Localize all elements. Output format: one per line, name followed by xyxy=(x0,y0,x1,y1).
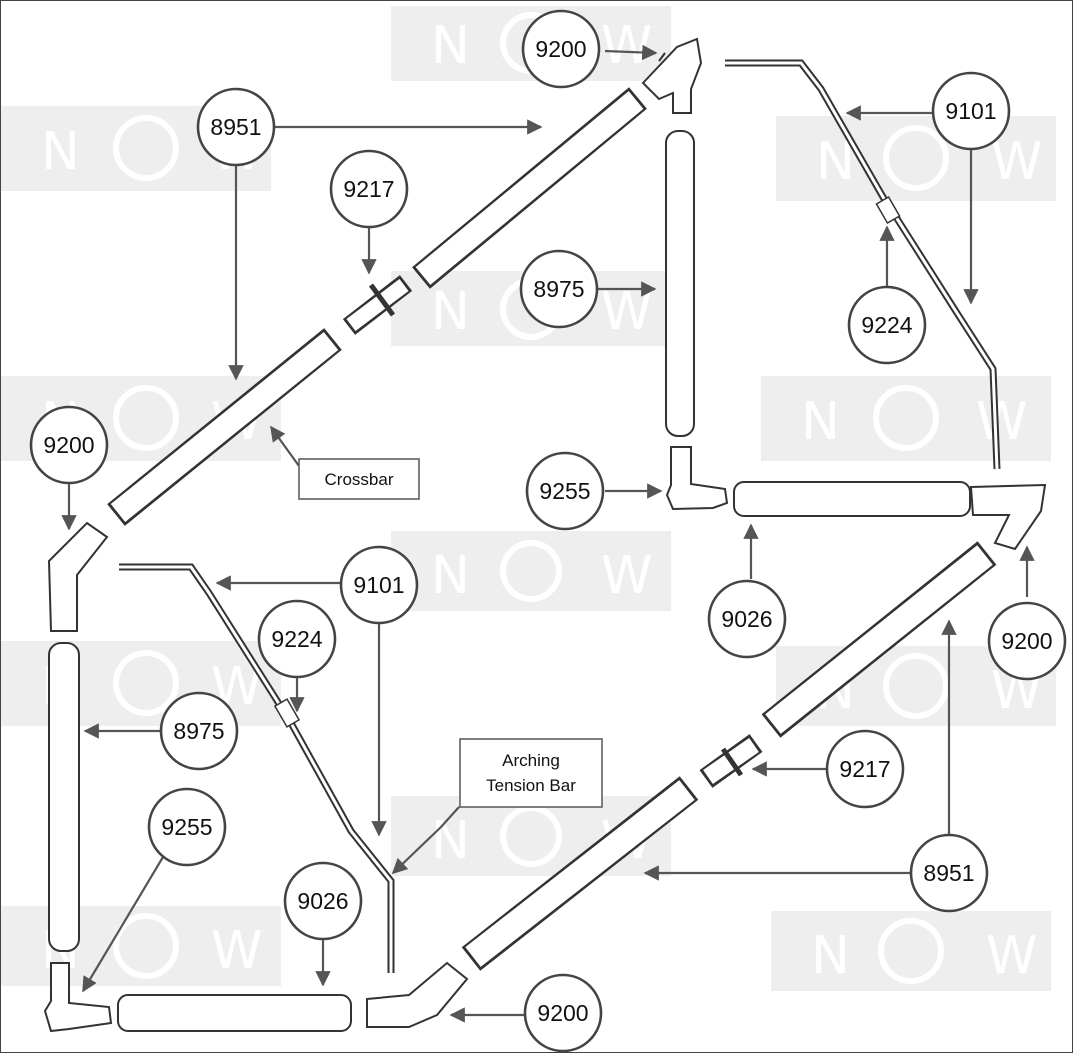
callout-9217-bot: 9217 xyxy=(825,729,905,809)
callout-9255-bot: 9255 xyxy=(147,787,227,867)
watermark: N W N W N W N W N W xyxy=(1,6,1056,991)
pipe-8975-bot xyxy=(48,642,80,952)
svg-text:W: W xyxy=(991,132,1042,192)
svg-text:W: W xyxy=(601,546,652,606)
pipe-8951-upper xyxy=(412,87,647,289)
pipe-9026-bot xyxy=(117,994,352,1032)
tension-bar-top xyxy=(725,59,1001,470)
callout-label: 8975 xyxy=(173,718,224,744)
callout-8975-bot: 8975 xyxy=(159,691,239,771)
callout-9200-right: 9200 xyxy=(987,601,1067,681)
pipe-9026-mid xyxy=(733,481,971,517)
elbow-9200-right xyxy=(969,483,1047,551)
pipe-8951-right-lower xyxy=(461,776,699,971)
callout-9101-bot: 9101 xyxy=(339,545,419,625)
arching-label-line2: Tension Bar xyxy=(486,776,576,795)
svg-text:W: W xyxy=(976,392,1027,452)
svg-text:N: N xyxy=(431,282,470,342)
callout-9200-left: 9200 xyxy=(29,405,109,485)
callout-9217-top: 9217 xyxy=(329,149,409,229)
leader-crossbar xyxy=(270,425,300,467)
callout-label: 9217 xyxy=(839,756,890,782)
svg-text:N: N xyxy=(431,546,470,606)
callout-label: 9200 xyxy=(535,36,586,62)
callout-9224-top: 9224 xyxy=(847,285,927,365)
callout-9200-bot: 9200 xyxy=(523,973,603,1052)
arching-tension-bar-label-box: Arching Tension Bar xyxy=(459,738,603,808)
callout-label: 8975 xyxy=(533,276,584,302)
svg-text:N: N xyxy=(801,392,840,452)
tee-9255-bot xyxy=(43,962,113,1033)
crossbar-label: Crossbar xyxy=(325,470,394,489)
crossbar-label-box: Crossbar xyxy=(298,458,420,500)
watermark-band: N W xyxy=(776,116,1056,201)
callout-label: 9217 xyxy=(343,176,394,202)
callout-label: 9200 xyxy=(537,1000,588,1026)
callout-label: 8951 xyxy=(923,860,974,886)
leader-9255-bot xyxy=(82,856,164,993)
callout-label: 8951 xyxy=(210,114,261,140)
callout-9101-top: 9101 xyxy=(931,71,1011,151)
callout-label: 9026 xyxy=(297,888,348,914)
callout-8975-top: 8975 xyxy=(519,249,599,329)
watermark-band: N W xyxy=(1,641,281,726)
watermark-band: N W xyxy=(761,376,1051,461)
leader-arching xyxy=(391,806,460,875)
pipes xyxy=(43,37,1047,1033)
svg-text:N: N xyxy=(431,811,470,871)
svg-text:N: N xyxy=(431,16,470,76)
callout-8951-top: 8951 xyxy=(196,87,276,167)
watermark-band: N W xyxy=(391,531,671,611)
svg-text:W: W xyxy=(601,16,652,76)
leader-lines xyxy=(61,44,1035,1023)
elbow-9200-left xyxy=(47,521,109,632)
callout-label: 9255 xyxy=(539,478,590,504)
pipe-8951-right-upper xyxy=(761,541,997,738)
svg-text:W: W xyxy=(601,282,652,342)
callout-label: 9101 xyxy=(353,572,404,598)
watermark-band: N W xyxy=(1,906,281,986)
callout-label: 9255 xyxy=(161,814,212,840)
leader-9200-top xyxy=(604,44,658,61)
elbow-9200-top xyxy=(641,37,703,114)
pipe-8975-top xyxy=(665,130,695,437)
arching-label-line1: Arching xyxy=(502,751,560,770)
callout-label: 9026 xyxy=(721,606,772,632)
callout-9224-bot: 9224 xyxy=(257,599,337,679)
callout-label: 9101 xyxy=(945,98,996,124)
coupling-9217-top xyxy=(342,275,413,335)
coupling-9217-bot xyxy=(699,734,763,788)
callout-9200-top: 9200 xyxy=(521,9,601,89)
svg-text:N: N xyxy=(811,926,850,986)
svg-text:W: W xyxy=(211,921,262,981)
callout-label: 9200 xyxy=(43,432,94,458)
elbow-9200-bot xyxy=(366,961,469,1028)
callout-9026-bot: 9026 xyxy=(283,861,363,941)
callout-label: 9200 xyxy=(1001,628,1052,654)
svg-text:N: N xyxy=(41,122,80,182)
callout-9255-mid: 9255 xyxy=(525,451,605,531)
watermark-band: N W xyxy=(771,911,1051,991)
callout-9026-mid: 9026 xyxy=(707,579,787,659)
callout-8951-bot: 8951 xyxy=(909,833,989,913)
tension-bar-bot xyxy=(119,563,395,973)
tee-9255-mid xyxy=(665,446,729,511)
svg-text:W: W xyxy=(986,926,1037,986)
callout-label: 9224 xyxy=(271,626,322,652)
pipe-8951-lower xyxy=(107,328,342,526)
connector-9224-top xyxy=(875,195,901,225)
callout-label: 9224 xyxy=(861,312,912,338)
